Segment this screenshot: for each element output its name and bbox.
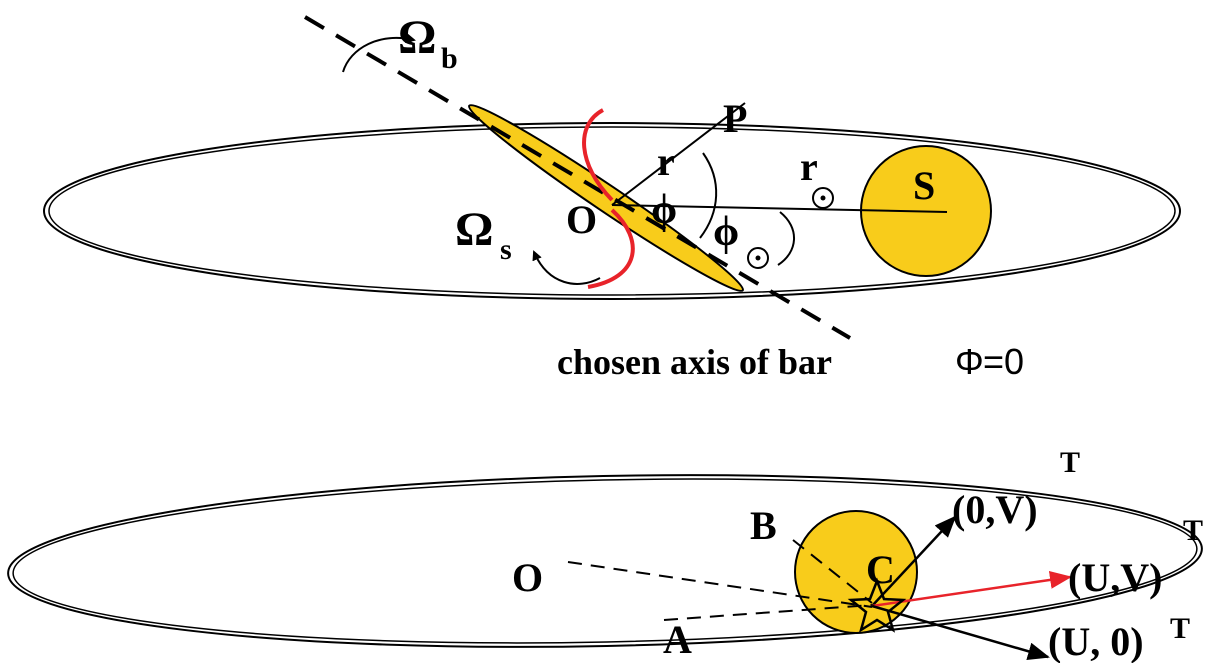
vector-0v — [871, 515, 957, 607]
axis-phi-equals: =0 — [983, 341, 1024, 382]
axis-caption: chosen axis of bar — [557, 342, 832, 382]
dashed-o-star — [567, 561, 873, 608]
omega-b-label: Ω — [398, 11, 436, 64]
red-arc-lower — [587, 208, 635, 289]
phi-arc — [699, 152, 718, 239]
top-disk-outer — [43, 122, 1181, 300]
bottom-disk-inner — [12, 478, 1198, 644]
omega-b-arrow — [342, 33, 416, 73]
phi-sun-arc — [777, 211, 795, 266]
vector-u0 — [871, 604, 1050, 661]
vector-u0-superscript: T — [1170, 612, 1190, 645]
dashed-a-star — [663, 604, 873, 621]
bottom-diagram: O A B C (0,V) T (U,V) T (U, 0) T — [7, 446, 1203, 663]
vector-0v-label: (0,V) — [952, 487, 1038, 532]
local-circle — [794, 510, 918, 634]
omega-s-label: Ω — [455, 203, 493, 256]
point-s-label: S — [913, 163, 935, 208]
bottom-point-o-label: O — [512, 555, 543, 600]
point-a-label: A — [663, 617, 692, 662]
r-label: r — [657, 139, 675, 184]
r-sun-label: r — [800, 144, 818, 189]
phi-sun-label: ϕ — [713, 209, 739, 255]
line-o-s — [611, 204, 948, 213]
omega-s-subscript: s — [500, 233, 512, 266]
vector-uv-superscript: T — [1183, 514, 1203, 547]
omega-s-arrow — [532, 250, 601, 285]
red-arc-upper — [582, 108, 614, 202]
point-o-label: O — [566, 197, 597, 242]
sun-symbol-r — [812, 187, 834, 209]
line-o-p — [611, 102, 746, 206]
galactic-bar — [468, 104, 744, 292]
phi-label: ϕ — [651, 187, 677, 233]
axis-phi-symbol: Φ — [955, 341, 984, 382]
top-diagram: Ω b Ω s P O S r r ϕ ϕ chosen axis of bar… — [43, 11, 1181, 382]
dashed-b-star — [792, 539, 873, 604]
vector-u0-label: (U, 0) — [1048, 619, 1144, 663]
top-disk-inner — [48, 126, 1176, 296]
vector-0v-superscript: T — [1060, 446, 1080, 479]
point-p-label: P — [723, 96, 747, 141]
point-c-label: C — [866, 547, 895, 592]
star-icon — [847, 577, 907, 633]
point-b-label: B — [750, 503, 777, 548]
omega-b-subscript: b — [441, 42, 458, 75]
vector-uv — [871, 570, 1072, 608]
vector-uv-label: (U,V) — [1068, 555, 1162, 600]
bottom-disk-outer — [7, 474, 1203, 648]
sun-symbol-phi — [747, 247, 769, 269]
